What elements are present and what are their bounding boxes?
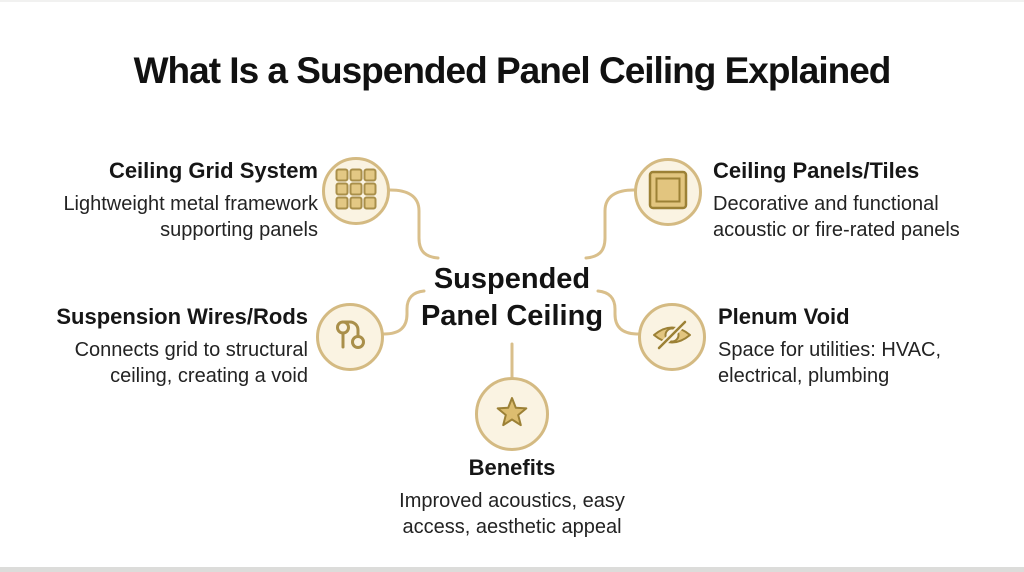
bottom-edge-strip — [0, 567, 1024, 572]
star-icon — [490, 390, 534, 439]
eye-off-icon — [650, 313, 694, 362]
node-description: Lightweight metal framework supporting p… — [63, 193, 318, 241]
node-text-ceiling-panels-tiles: Ceiling Panels/Tiles Decorative and func… — [713, 158, 993, 243]
center-label-line1: Suspended — [433, 263, 591, 295]
connector-wires-to-center — [382, 289, 426, 336]
node-circle-plenum-void — [638, 303, 706, 371]
node-description: Improved acoustics, easy access, aesthet… — [399, 490, 625, 538]
node-text-benefits: Benefits Improved acoustics, easy access… — [387, 455, 637, 540]
grid-icon — [334, 167, 378, 216]
suspension-wire-icon — [330, 315, 370, 360]
node-description: Connects grid to structural ceiling, cre… — [74, 339, 308, 387]
node-circle-ceiling-panels-tiles — [634, 158, 702, 226]
node-description: Space for utilities: HVAC, electrical, p… — [718, 339, 942, 387]
node-circle-ceiling-grid-system — [322, 157, 390, 225]
node-title: Plenum Void — [718, 304, 850, 329]
center-label-line2: Panel Ceiling — [420, 300, 604, 332]
center-node-label: Suspended Panel Ceiling — [312, 261, 712, 335]
node-description: Decorative and functional acoustic or fi… — [713, 193, 960, 241]
node-title: Ceiling Panels/Tiles — [713, 158, 920, 183]
connector-plenum-to-center — [596, 289, 640, 336]
node-title: Benefits — [468, 455, 556, 480]
node-title: Ceiling Grid System — [108, 158, 318, 183]
panel-tile-icon — [646, 168, 690, 217]
node-text-plenum-void: Plenum Void Space for utilities: HVAC, e… — [718, 304, 978, 389]
page-title: What Is a Suspended Panel Ceiling Explai… — [133, 50, 892, 91]
node-text-suspension-wires-rods: Suspension Wires/Rods Connects grid to s… — [28, 304, 308, 389]
connector-grid-to-center — [388, 188, 440, 260]
node-circle-suspension-wires-rods — [316, 303, 384, 371]
node-circle-benefits — [475, 377, 549, 451]
top-edge-strip — [0, 0, 1024, 2]
node-text-ceiling-grid-system: Ceiling Grid System Lightweight metal fr… — [38, 158, 318, 243]
connector-panel-to-center — [584, 188, 636, 260]
node-title: Suspension Wires/Rods — [56, 304, 308, 329]
